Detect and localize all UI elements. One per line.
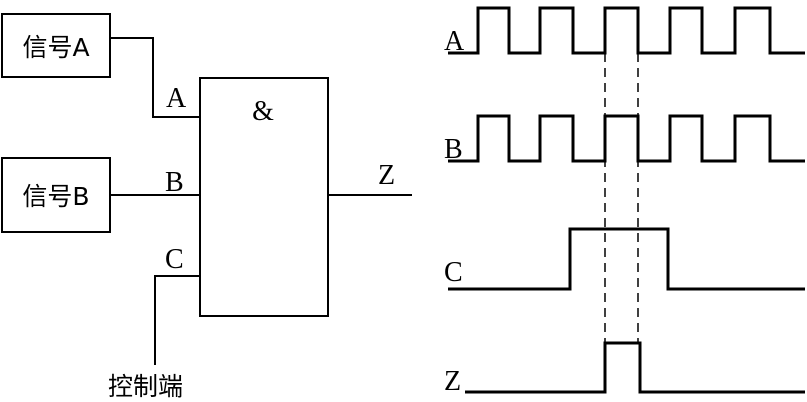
and-gate-symbol: &: [252, 96, 274, 127]
wave-b-label: B: [444, 134, 463, 165]
wave-c-label: C: [444, 257, 463, 288]
signal-b-box-label: 信号B: [22, 182, 89, 211]
input-b-label: B: [165, 167, 184, 198]
waveform-z: [465, 341, 805, 394]
waveform-a: [448, 6, 805, 55]
timing-diagram: A B C Z: [444, 6, 805, 397]
wave-a-label: A: [444, 26, 465, 57]
waveform-b: [448, 114, 805, 163]
signal-a-box-label: 信号A: [22, 33, 89, 62]
circuit-schematic: 信号A 信号B & A B C Z 控制端: [1, 13, 412, 401]
input-a-label: A: [166, 83, 187, 114]
and-gate-body: [199, 77, 329, 317]
wire-input-c: [154, 275, 200, 365]
output-z-label: Z: [378, 160, 395, 191]
signal-a-box: [1, 13, 111, 78]
input-c-label: C: [165, 244, 184, 275]
wave-z-label: Z: [444, 366, 461, 397]
waveform-c: [448, 227, 805, 291]
control-terminal-label: 控制端: [108, 372, 183, 401]
wire-input-a: [110, 37, 200, 118]
